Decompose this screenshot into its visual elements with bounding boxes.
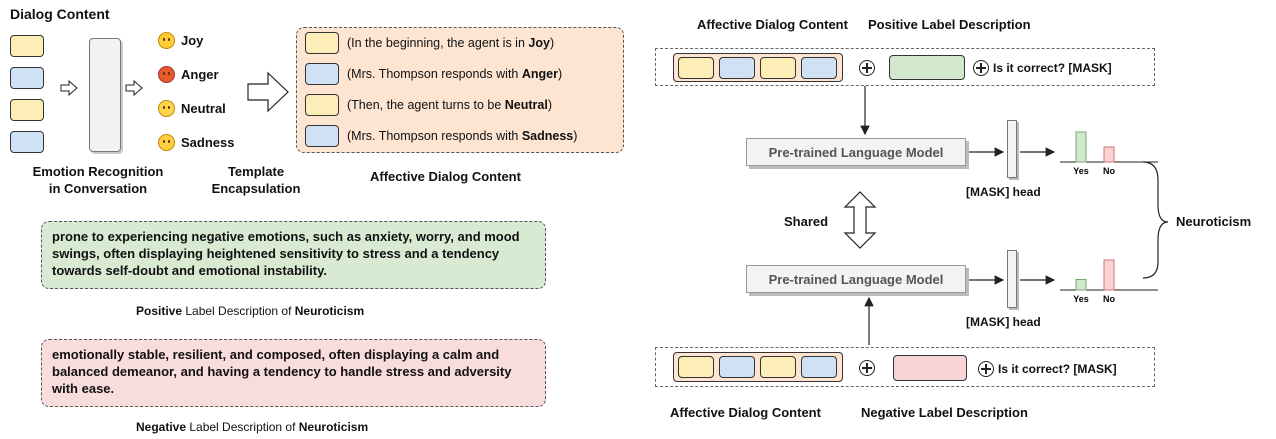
shared-label: Shared [784,214,829,229]
concat-plus-icon [978,361,994,377]
utterance-4 [10,131,44,153]
utterance-icon [760,57,796,79]
template-label: Template Encapsulation [196,163,316,197]
positive-caption: Positive Label Description of Neuroticis… [136,304,365,318]
top-affective-label: Affective Dialog Content [697,17,848,32]
bottom-negative-label: Negative Label Description [861,405,1028,420]
top-input-row [655,48,1155,86]
emotion-joy: Joy [158,29,203,51]
question-prompt: Is it correct? [MASK] [993,61,1112,75]
template-row-3: (Then, the agent turns to be Neutral) [305,92,552,118]
utterance-icon [305,63,339,85]
mask-head-top [1007,120,1017,178]
utterance-icon [801,356,837,378]
plm-top: Pre-trained Language Model [746,138,966,166]
double-arrow-icon [843,191,877,249]
bottom-chart-tick-no: No [1103,294,1115,304]
erc-label: Emotion Recognition in Conversation [28,163,168,197]
top-chart-tick-yes: Yes [1073,166,1089,176]
negative-description-box: emotionally stable, resilient, and compo… [41,339,546,407]
small-arrow-icon [125,80,143,96]
positive-description-text: prone to experiencing negative emotions,… [52,229,520,278]
utterance-icon [719,356,755,378]
positive-label-block [889,55,965,80]
concat-plus-icon [859,360,875,376]
bottom-affective-label: Affective Dialog Content [670,405,821,420]
utterance-icon [305,32,339,54]
positive-description-box: prone to experiencing negative emotions,… [41,221,546,289]
small-arrow-icon [60,80,78,96]
question-prompt: Is it correct? [MASK] [998,362,1117,376]
top-yes-no-chart: Yes No [1060,131,1158,176]
template-text: (Mrs. Thompson responds with Anger) [347,67,563,81]
bottom-chart-bar-yes [1075,279,1087,291]
neuroticism-label: Neuroticism [1176,214,1252,229]
concat-plus-icon [973,60,989,76]
bottom-yes-no-chart: Yes No [1060,259,1158,304]
utterance-icon [678,356,714,378]
emotion-sadness: Sadness [158,131,234,153]
plm-bottom: Pre-trained Language Model [746,265,966,293]
template-text: (Then, the agent turns to be Neutral) [347,98,552,112]
utterance-icon [305,125,339,147]
utterance-icon [719,57,755,79]
utterance-icon [305,94,339,116]
mask-head-bottom [1007,250,1017,308]
negative-caption: Negative Label Description of Neuroticis… [136,420,369,434]
utterance-icon [760,356,796,378]
erc-label-line2: in Conversation [48,181,148,196]
emotion-label: Joy [181,32,204,48]
utterance-3 [10,99,44,121]
emotion-label: Sadness [181,134,235,150]
negative-description-text: emotionally stable, resilient, and compo… [52,347,512,396]
neutral-emoji-icon [158,99,175,117]
template-row-1: (In the beginning, the agent is in Joy) [305,30,554,56]
dialog-content-title: Dialog Content [10,6,110,22]
joy-emoji-icon [158,31,175,49]
top-chart-bar-no [1103,146,1115,163]
template-text: (Mrs. Thompson responds with Sadness) [347,129,578,143]
sad-emoji-icon [158,133,175,151]
negative-label-block [893,355,967,381]
plm-label: Pre-trained Language Model [768,144,944,160]
template-label-line2: Encapsulation [211,181,301,196]
top-chart-bar-yes [1075,131,1087,163]
template-box [296,27,624,153]
mask-head-label-top: [MASK] head [966,185,1041,199]
affective-dialog-label: Affective Dialog Content [370,169,521,184]
emotion-label: Neutral [181,100,226,116]
mask-head-label-bottom: [MASK] head [966,315,1041,329]
emotion-label: Anger [181,66,219,82]
utterance-2 [10,67,44,89]
template-text: (In the beginning, the agent is in Joy) [347,36,555,50]
utterance-icon [678,57,714,79]
erc-model-block [89,38,121,152]
bottom-chart-tick-yes: Yes [1073,294,1089,304]
bottom-chart-bar-no [1103,259,1115,291]
plm-label: Pre-trained Language Model [768,271,944,287]
emotion-anger: Anger [158,63,219,85]
template-row-4: (Mrs. Thompson responds with Sadness) [305,123,577,149]
top-positive-label: Positive Label Description [868,17,1031,32]
angry-emoji-icon [158,65,175,83]
top-chart-tick-no: No [1103,166,1115,176]
utterance-1 [10,35,44,57]
template-label-line1: Template [227,164,285,179]
bottom-input-row [655,347,1155,387]
template-row-2: (Mrs. Thompson responds with Anger) [305,61,562,87]
utterance-icon [801,57,837,79]
emotion-neutral: Neutral [158,97,226,119]
erc-label-line1: Emotion Recognition [32,164,164,179]
big-arrow-icon [247,71,289,113]
concat-plus-icon [859,60,875,76]
